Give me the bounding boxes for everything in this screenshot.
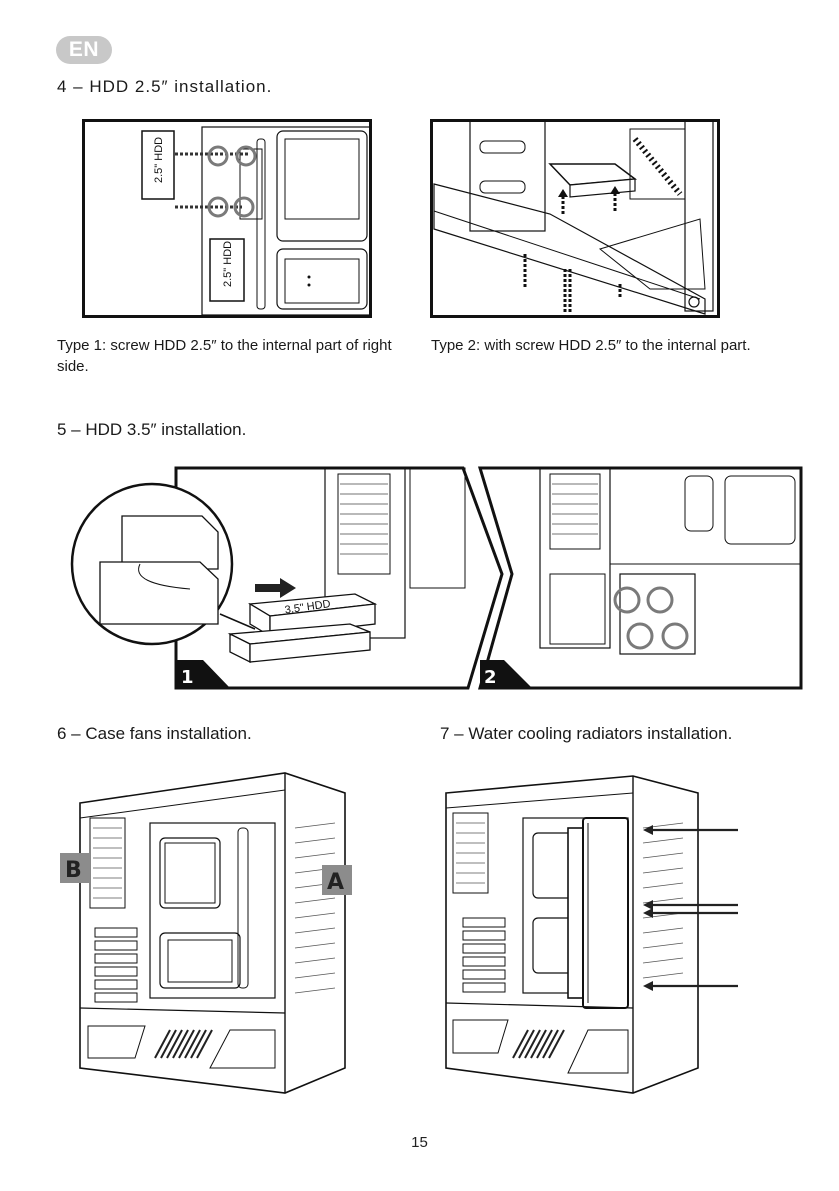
step-2-number: 2 xyxy=(484,667,497,688)
screw-marker xyxy=(626,622,654,650)
type-1-caption: Type 1: screw HDD 2.5″ to the internal p… xyxy=(57,337,392,375)
type-2-caption: Type 2: with screw HDD 2.5″ to the inter… xyxy=(431,337,751,354)
case-fans-figure: B A xyxy=(60,768,360,1098)
screw-marker xyxy=(233,196,255,218)
label-a: A xyxy=(327,870,344,895)
screw-marker xyxy=(207,196,229,218)
water-cooling-figure xyxy=(438,768,748,1098)
radiator-fan-side xyxy=(567,827,584,999)
screw-marker xyxy=(661,622,689,650)
arrow-icon xyxy=(643,981,653,991)
type-1-figure: 2.5" HDD 2.5" HDD xyxy=(82,119,372,318)
section-7-title: 7 – Water cooling radiators installation… xyxy=(440,724,733,743)
language-badge: EN xyxy=(56,36,112,64)
label-b: B xyxy=(65,858,82,883)
type-2-figure xyxy=(430,119,721,318)
case-fans-illustration: B A xyxy=(60,772,352,1094)
step-2-frame xyxy=(477,466,803,690)
screw-marker xyxy=(235,145,257,167)
mount-arrows xyxy=(643,825,738,991)
hdd35-illustration: 3.5" HDD 1 2 xyxy=(70,466,803,690)
radiator xyxy=(582,817,629,1009)
water-cooling-illustration xyxy=(445,775,738,1094)
push-arrow-icon xyxy=(255,578,296,598)
step-2-corner xyxy=(480,660,532,688)
section-5-title: 5 – HDD 3.5″ installation. xyxy=(57,420,247,439)
arrow-icon xyxy=(643,908,653,918)
screw-marker xyxy=(646,586,674,614)
arrow-icon xyxy=(643,825,653,835)
hdd-label-2: 2.5" HDD xyxy=(222,241,234,287)
arrow-icon xyxy=(643,900,653,910)
step-1-number: 1 xyxy=(181,667,194,688)
step-1-corner xyxy=(176,660,230,688)
hdd-label-1: 2.5" HDD xyxy=(153,137,165,183)
page-number: 15 xyxy=(411,1134,428,1151)
section-6-title: 6 – Case fans installation. xyxy=(57,724,252,743)
section-4-title: 4 – HDD 2.5″ installation. xyxy=(57,77,273,96)
label-b-badge xyxy=(60,853,90,883)
hdd35-steps-figure: 3.5" HDD 1 2 xyxy=(70,464,805,692)
type-1-illustration: 2.5" HDD 2.5" HDD xyxy=(82,119,372,318)
screw-marker xyxy=(613,586,641,614)
label-a-badge xyxy=(322,865,352,895)
screw-marker xyxy=(207,145,229,167)
type-2-illustration xyxy=(430,119,720,318)
